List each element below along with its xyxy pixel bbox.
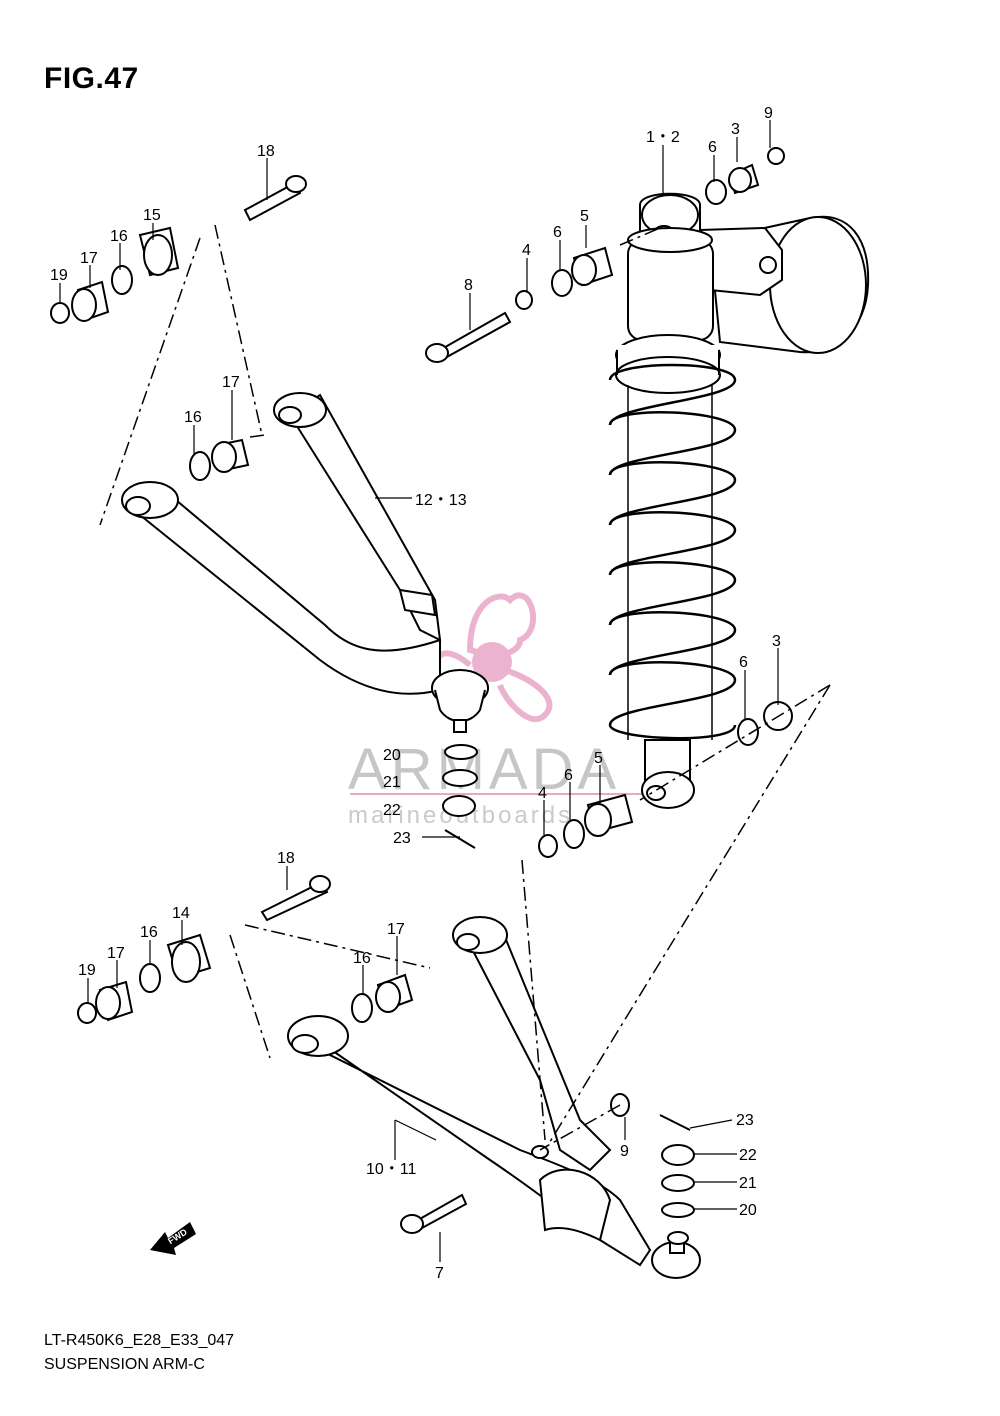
callout-10-11: 10・11 — [366, 1161, 417, 1178]
callout-18-top: 18 — [257, 143, 275, 160]
callout-16-upper-arm: 16 — [184, 409, 202, 426]
diagram-code: LT-R450K6_E28_E33_047 — [44, 1332, 235, 1349]
callout-17-lower: 17 — [107, 945, 125, 962]
upper-arm — [121, 392, 489, 733]
callout-5-lower: 5 — [594, 750, 603, 767]
callout-7: 7 — [435, 1265, 444, 1282]
callout-14: 14 — [172, 905, 190, 922]
shock-absorber — [608, 192, 870, 809]
diagram-name: SUSPENSION ARM-C — [44, 1356, 205, 1373]
callout-16-lower-arm: 16 — [353, 950, 371, 967]
callout-16-lower: 16 — [140, 924, 158, 941]
callout-23-upper: 23 — [393, 830, 411, 847]
leader-lines — [59, 120, 779, 1262]
callout-17-upper-arm: 17 — [222, 374, 240, 391]
callout-20-upper: 20 — [383, 747, 401, 764]
figure-title: FIG.47 — [44, 62, 139, 95]
callout-21-lower: 21 — [739, 1175, 757, 1192]
callout-22-lower: 22 — [739, 1147, 757, 1164]
callout-22-upper: 22 — [383, 802, 401, 819]
callout-6-lower: 6 — [564, 767, 573, 784]
watermark-brand: ARMADA — [348, 737, 620, 802]
callout-19-lower: 19 — [78, 962, 96, 979]
callout-17-lower-arm: 17 — [387, 921, 405, 938]
callout-9-top: 9 — [764, 105, 773, 122]
fwd-arrow-icon: FWD — [150, 1222, 196, 1255]
callout-19-top: 19 — [50, 267, 68, 284]
callout-4-lower: 4 — [538, 785, 547, 802]
callout-6-top: 6 — [708, 139, 717, 156]
callout-1-2: 1・2 — [646, 129, 680, 146]
callout-3-top: 3 — [731, 121, 740, 138]
callout-16-top: 16 — [110, 228, 128, 245]
callout-20-lower: 20 — [739, 1202, 757, 1219]
assembly-lines — [99, 224, 831, 1151]
callout-4-top: 4 — [522, 242, 531, 259]
callout-8: 8 — [464, 277, 473, 294]
callout-5-top: 5 — [580, 208, 589, 225]
callout-6-right: 6 — [739, 654, 748, 671]
callout-6-mid: 6 — [553, 224, 562, 241]
lower-arm — [287, 916, 701, 1279]
callouts: 1・2 3 9 6 5 6 4 8 18 15 16 17 19 17 16 1… — [50, 105, 781, 1282]
callout-21-upper: 21 — [383, 774, 401, 791]
callout-17-top: 17 — [80, 250, 98, 267]
callout-18-lower: 18 — [277, 850, 295, 867]
callout-23-lower: 23 — [736, 1112, 754, 1129]
callout-9-lower: 9 — [620, 1143, 629, 1160]
callout-15: 15 — [143, 207, 161, 224]
callout-12-13: 12・13 — [415, 492, 467, 509]
callout-3-right: 3 — [772, 633, 781, 650]
